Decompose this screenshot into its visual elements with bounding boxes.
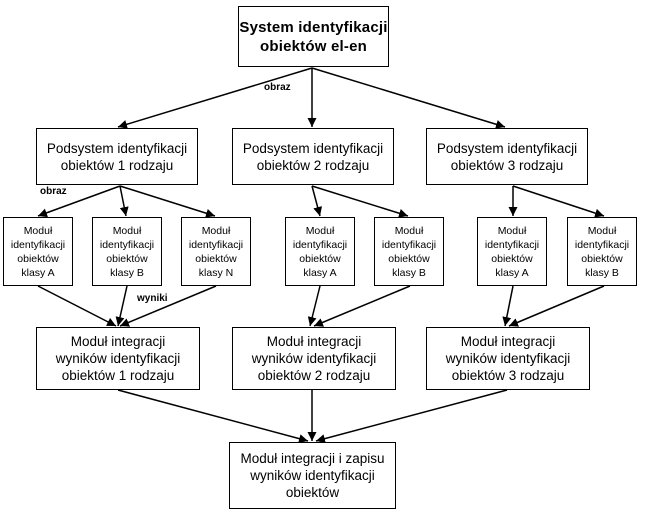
final-integration-box: Moduł integracji i zapisu wyników identy… [229,442,396,509]
arrow-m3a-to-int3 [502,285,514,327]
subsystem-1-box: Podsystem identyfikacji obiektów 1 rodza… [36,128,198,185]
integration-1-label: Moduł integracji wyników identyfikacji o… [55,334,181,383]
label-obraz-sub: obraz [40,186,67,197]
root-system-label: System identyfikacji obiektów el-en [239,18,388,55]
arrow-int3-to-final [315,389,508,444]
arrow-sub1-to-m1a [37,185,121,218]
arrow-sub2-to-m2b [311,185,409,218]
module-1-class-a-box: Moduł identyfikacji obiektów klasy A [3,217,73,286]
subsystem-3-label: Podsystem identyfikacji obiektów 3 rodza… [436,140,578,173]
module-2-class-b-box: Moduł identyfikacji obiektów klasy B [374,217,444,286]
arrow-m2a-to-int2 [307,285,321,327]
module-1-class-b-box: Moduł identyfikacji obiektów klasy B [92,217,162,286]
arrow-int1-to-final [117,389,309,444]
module-3-class-b-label: Moduł identyfikacji obiektów klasy B [574,224,630,279]
module-3-class-b-box: Moduł identyfikacji obiektów klasy B [567,217,637,286]
root-system-box: System identyfikacji obiektów el-en [238,6,389,67]
module-1-class-b-label: Moduł identyfikacji obiektów klasy B [99,224,155,279]
integration-1-box: Moduł integracji wyników identyfikacji o… [36,327,200,390]
module-2-class-b-label: Moduł identyfikacji obiektów klasy B [381,224,437,279]
module-3-class-a-label: Moduł identyfikacji obiektów klasy A [484,224,540,279]
arrow-m3b-to-int3 [508,285,605,327]
subsystem-2-box: Podsystem identyfikacji obiektów 2 rodza… [232,128,394,185]
module-1-class-a-label: Moduł identyfikacji obiektów klasy A [10,224,66,279]
module-2-class-a-box: Moduł identyfikacji obiektów klasy A [285,217,355,286]
arrow-m2b-to-int2 [313,285,411,327]
label-obraz-top: obraz [264,82,291,93]
arrow-root-to-sub3 [311,67,506,129]
integration-3-box: Moduł integracji wyników identyfikacji o… [426,327,590,390]
arrow-sub1-to-m1b [119,185,129,217]
arrow-sub1-to-m1n [119,185,216,218]
subsystem-3-box: Podsystem identyfikacji obiektów 3 rodza… [426,128,588,185]
integration-2-label: Moduł integracji wyników identyfikacji o… [251,334,377,383]
arrow-root-to-sub1 [117,67,313,129]
module-1-class-n-label: Moduł identyfikacji obiektów klasy N [188,224,244,279]
module-3-class-a-box: Moduł identyfikacji obiektów klasy A [477,217,547,286]
arrow-m1n-to-int1 [119,285,217,327]
arrow-m1b-to-int1 [115,285,128,327]
module-1-class-n-box: Moduł identyfikacji obiektów klasy N [181,217,251,286]
final-integration-label: Moduł integracji i zapisu wyników identy… [240,451,385,500]
module-2-class-a-label: Moduł identyfikacji obiektów klasy A [292,224,348,279]
integration-2-box: Moduł integracji wyników identyfikacji o… [232,327,396,390]
subsystem-2-label: Podsystem identyfikacji obiektów 2 rodza… [242,140,384,173]
arrow-sub2-to-m2a [311,185,323,217]
subsystem-1-label: Podsystem identyfikacji obiektów 1 rodza… [46,140,188,173]
integration-3-label: Moduł integracji wyników identyfikacji o… [445,334,571,383]
arrow-sub3-to-m3b [512,185,605,218]
arrow-m1a-to-int1 [37,285,117,327]
label-wyniki: wyniki [137,293,168,304]
